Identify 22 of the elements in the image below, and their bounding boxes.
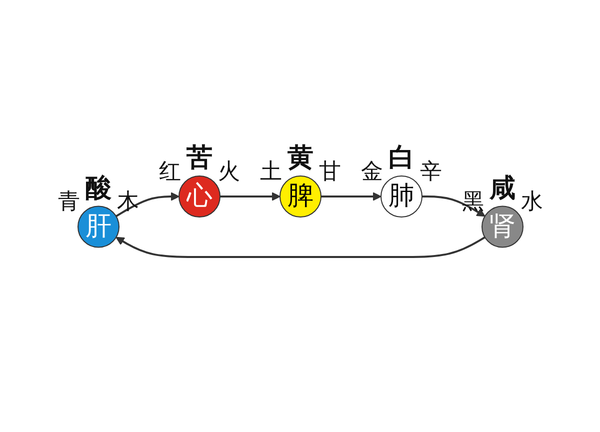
arrow [115,236,485,258]
beside-text: 黄 [287,142,313,172]
beside-text: 红 [158,158,180,184]
beside-text: 火 [218,158,240,184]
beside-text: 甘 [318,158,340,184]
arrow [115,192,179,217]
node-circle: 肝 [77,205,119,248]
arrow [422,195,485,216]
arrow [320,192,381,200]
beside-text: 苦 [186,142,212,172]
arrow [220,192,280,200]
beside-text: 土 [260,158,282,184]
beside-text: 咸 [489,172,515,203]
beside-text: 木 [116,189,138,214]
beside-text: 青 [58,189,80,214]
beside-text: 辛 [420,158,442,184]
beside-text: 酸 [85,172,111,203]
beside-text: 金 [360,158,382,184]
beside-text: 白 [388,142,414,172]
beside-text: 黑 [462,189,484,214]
node-circle: 肺 [380,175,422,217]
beside-text: 水 [520,189,542,214]
